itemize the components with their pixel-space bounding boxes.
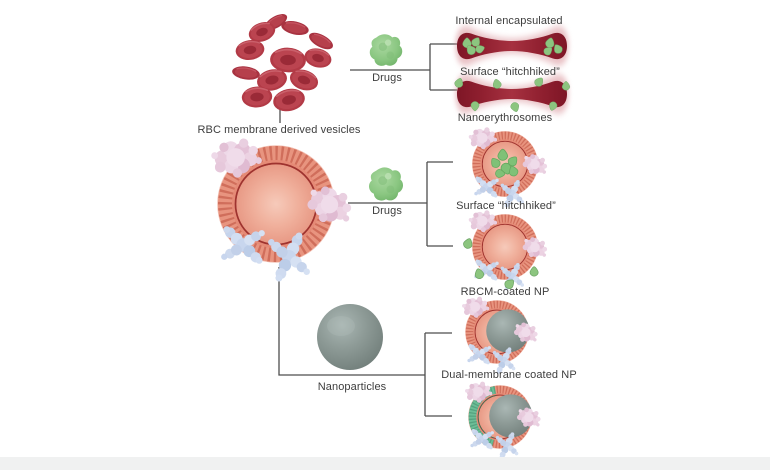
drug-blob-middle [369,167,403,200]
label-surface-hitchhiked-top: Surface “hitchhiked” [460,66,560,78]
surface-hitchhiked-rbc [453,74,571,114]
nanoerythrosome-vesicle [468,126,551,208]
footer-strip [0,457,770,470]
connector-middle [348,161,453,247]
rbc-membrane-vesicle [209,136,357,283]
label-rbcm-coated-np: RBCM-coated NP [460,286,550,298]
dual-membrane-coated-np [464,380,544,459]
label-drugs-top: Drugs [372,72,402,84]
label-internal-encapsulated: Internal encapsulated [455,15,563,27]
label-dual-membrane-coated-np: Dual-membrane coated NP [441,369,577,381]
internal-encapsulated-rbc [455,26,569,66]
rbc-cluster [230,10,337,115]
drug-blob-top [370,34,402,66]
label-drugs-middle: Drugs [372,205,402,217]
label-surface-hitchhiked-middle: Surface “hitchhiked” [456,200,556,212]
label-nanoerythrosomes: Nanoerythrosomes [457,112,553,124]
label-nanoparticles: Nanoparticles [317,381,387,393]
connector-top [350,43,457,91]
rbcm-coated-np [461,295,541,374]
surface-hitchhiked-vesicle [461,209,550,291]
label-rbc-membrane-vesicles: RBC membrane derived vesicles [197,124,361,136]
nanoparticle-sphere [317,304,383,370]
connector-bottom [278,267,452,417]
